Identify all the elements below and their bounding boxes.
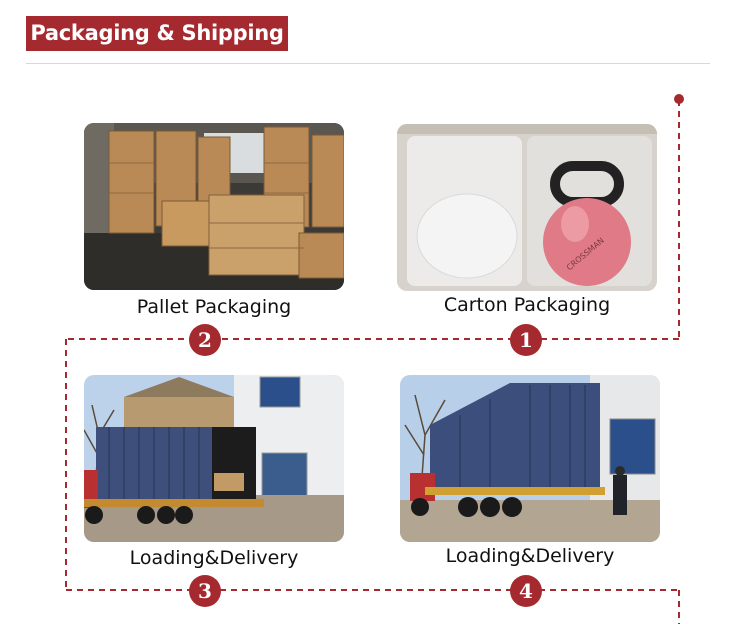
section-title-banner: Packaging & Shipping (26, 16, 288, 51)
section-title: Packaging & Shipping (30, 21, 284, 45)
pallet-packaging-photo (84, 123, 344, 290)
header-divider (26, 63, 710, 64)
step-1-badge: 1 (510, 324, 542, 356)
step-4-label: Loading&Delivery (445, 545, 615, 567)
step-2-badge: 2 (189, 324, 221, 356)
loading-delivery-photo-3 (84, 375, 344, 542)
route-start-dot (674, 94, 684, 104)
step-4-badge: 4 (510, 575, 542, 607)
step-3-badge: 3 (189, 575, 221, 607)
carton-packaging-photo: CROSSMAN (397, 124, 657, 291)
step-3-label: Loading&Delivery (129, 547, 299, 569)
step-2-label: Pallet Packaging (136, 296, 292, 318)
step-1-label: Carton Packaging (443, 294, 611, 316)
loading-delivery-photo-4 (400, 375, 660, 542)
